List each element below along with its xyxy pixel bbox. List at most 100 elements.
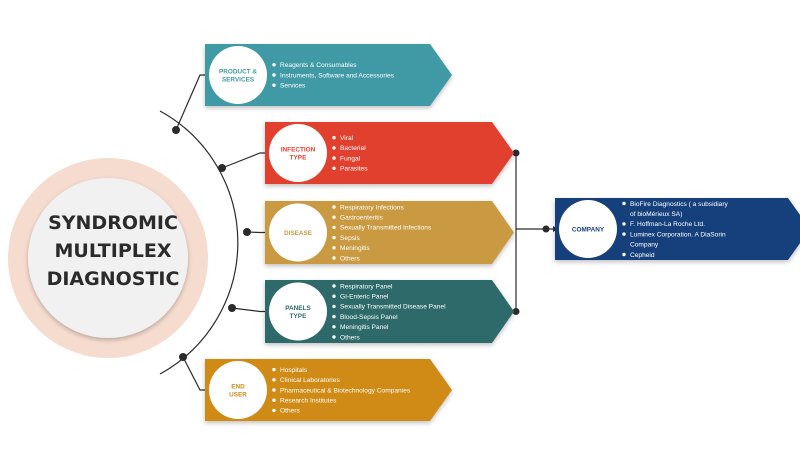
segment-2-bullet-dot (332, 156, 336, 160)
segment-banners: PRODUCT &SERVICES Reagents & ConsumablesI… (205, 44, 514, 421)
segment-2-label-line: TYPE (290, 155, 307, 162)
segment-2-bullet-dot (332, 166, 336, 170)
segment-2: INFECTIONTYPEViralBacterialFungalParasit… (265, 122, 514, 184)
company-bullet-dot (622, 222, 626, 226)
company-item: BioFire Diagnostics ( a subsidiary (630, 201, 729, 208)
segment-3-item: Sexually Transmitted Infections (340, 225, 432, 232)
segment-5-label-line: END (231, 384, 245, 391)
company: COMPANY BioFire Diagnostics ( a subsidiar… (555, 198, 800, 260)
hub-arc (159, 110, 239, 375)
segment-3-label-circle (269, 203, 327, 262)
segment-1-label-circle (209, 46, 267, 104)
segment-1-item: Services (280, 83, 306, 90)
company-item: F. Hoffman-La Roche Ltd. (630, 221, 705, 228)
segment-5-arrow-shape (205, 359, 452, 421)
segment-5-item: Clinical Laboratories (280, 377, 340, 384)
segment-3-item: Meningitis (340, 245, 370, 252)
segment-4-bullet-dot (332, 314, 336, 319)
title-line-2: MULTIPLEX (55, 240, 172, 262)
segment-3-item: Sepsis (340, 235, 360, 242)
segment-3-bullet-dot (332, 246, 336, 250)
segment-2-item: Fungal (340, 155, 361, 162)
connector-node (243, 228, 251, 236)
segment-5-item: Others (280, 408, 300, 415)
segment-connector (221, 152, 269, 169)
company-item: Luminex Corporation. A DiaSorin (630, 231, 726, 238)
segment-4-item: Meningitis Panel (340, 324, 389, 331)
segment-1-label-line: SERVICES (222, 77, 255, 84)
segment-3-bullet-dot (332, 235, 336, 240)
segment-5-bullet-dot (272, 367, 276, 372)
title-inner-circle (28, 178, 188, 338)
segment-3-bullet-dot (332, 256, 336, 260)
segment-4-label-line: TYPE (290, 313, 307, 320)
segment-2-arrow-shape (265, 122, 514, 184)
company-label-line: COMPANY (572, 227, 605, 234)
segment-4-item: Sexually Transmitted Disease Panel (340, 304, 446, 311)
segment-5-bullet-dot (272, 388, 276, 392)
segment-2-label-circle (269, 124, 327, 182)
segment-5-item: Research Institutes (280, 398, 337, 405)
segment-4-item: Others (340, 334, 360, 341)
segment-3-bullet-dot (332, 215, 336, 219)
segment-3: DISEASE Respiratory InfectionsGastroenter… (265, 201, 514, 264)
segment-connector (231, 307, 269, 313)
segment-3-item: Respiratory Infections (340, 204, 404, 211)
segment-4-arrow-shape (265, 280, 514, 343)
segment-1-item: Reagents & Consumables (280, 62, 357, 69)
title-hub: SYNDROMIC MULTIPLEX DIAGNOSTIC (8, 158, 208, 358)
segment-1-bullet-dot (272, 83, 276, 87)
company-item: Company (630, 242, 659, 249)
company-bullet-dot (622, 252, 626, 257)
connector-node (179, 353, 187, 361)
segment-5-item: Hospitals (280, 367, 308, 374)
segment-2-bullet-dot (332, 146, 336, 150)
company-bullet-dot (622, 201, 626, 206)
segment-3-arrow-shape (265, 201, 514, 264)
segment-3-bullet-dot (332, 205, 336, 209)
segment-4-label-line: PANELS (285, 305, 311, 312)
segment-1-bullet-dot (272, 73, 276, 77)
segment-5-bullet-dot (272, 378, 276, 382)
segment-4-item: Blood-Sepsis Panel (340, 314, 398, 321)
connector-node (218, 164, 226, 172)
segment-2-bullet-dot (332, 136, 336, 140)
segment-3-item: Others (340, 255, 360, 262)
segment-4-bullet-dot (332, 335, 336, 339)
segment-connector (175, 74, 209, 131)
segment-3-label-line: DISEASE (284, 230, 313, 237)
company-label-circle (559, 200, 617, 258)
segment-1: PRODUCT &SERVICES Reagents & ConsumablesI… (205, 44, 452, 106)
segment-1-bullet-dot (272, 63, 276, 67)
segment-5-item: Pharmaceutical & Biotechnology Companies (280, 387, 411, 394)
segment-2-item: Bacterial (340, 145, 366, 152)
company-item: Cepheid (630, 252, 655, 259)
title-line-1: SYNDROMIC (48, 212, 178, 234)
segment-4-item: GI-Enteric Panel (340, 294, 389, 301)
segment-2-item: Viral (340, 135, 354, 142)
segment-1-item: Instruments, Software and Accessories (280, 72, 395, 79)
company-arrow-shape (555, 198, 800, 260)
segment-4-item: Respiratory Panel (340, 283, 393, 290)
segment-2-label-line: INFECTION (281, 147, 316, 154)
connector-node (172, 126, 180, 134)
title-line-3: DIAGNOSTIC (47, 268, 180, 290)
segment-5-label-circle (209, 361, 267, 419)
connector-node (228, 304, 236, 312)
segment-1-label-line: PRODUCT & (219, 69, 257, 76)
segment-5-bullet-dot (272, 398, 276, 402)
bracket-node (512, 149, 520, 157)
company-item: of bioMérieux SA) (630, 211, 682, 218)
segment-3-bullet-dot (332, 225, 336, 230)
segment-3-item: Gastroenteritis (340, 215, 384, 222)
bracket-node (512, 308, 520, 315)
segment-4-bullet-dot (332, 294, 336, 298)
segment-4-bullet-dot (332, 325, 336, 329)
segment-1-arrow-shape (205, 44, 452, 106)
segment-4-label-circle (269, 282, 327, 341)
segment-5-bullet-dot (272, 408, 276, 413)
company-node (542, 225, 550, 233)
